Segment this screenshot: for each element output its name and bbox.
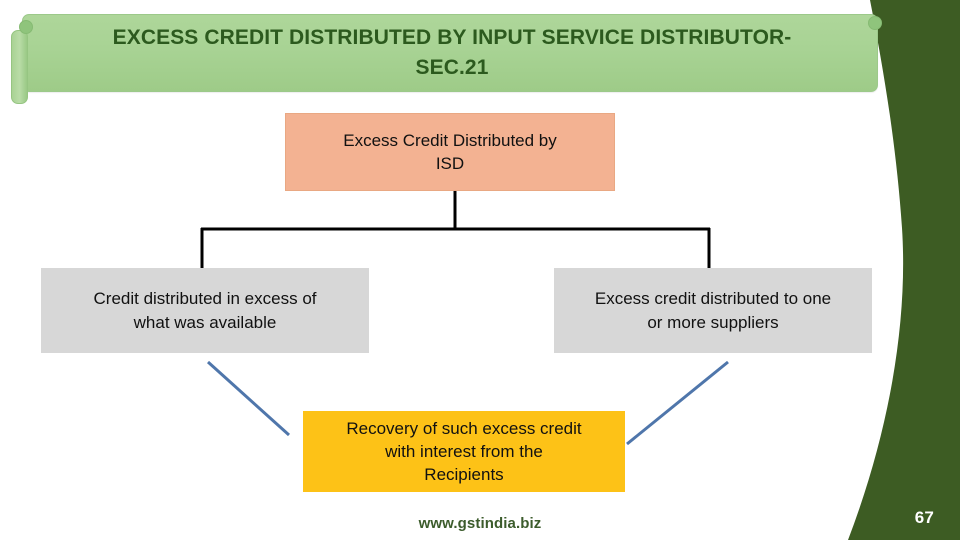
footer-website-url: www.gstindia.biz: [418, 515, 542, 532]
node-recovery-of-excess-credit: Recovery of such excess credit with inte…: [303, 411, 625, 492]
page-title: EXCESS CREDIT DISTRIBUTED BY INPUT SERVI…: [112, 26, 792, 79]
node-excess-credit-to-suppliers: Excess credit distributed to one or more…: [554, 268, 872, 353]
connector-right-to-result: [626, 360, 729, 446]
banner-body: [22, 14, 878, 92]
banner-pin-right-icon: [868, 16, 882, 30]
page-number: 67: [914, 508, 934, 527]
connector-left-to-result: [206, 360, 291, 437]
title-banner: EXCESS CREDIT DISTRIBUTED BY INPUT SERVI…: [11, 14, 882, 104]
banner-pin-left-icon: [19, 20, 33, 34]
banner-scroll-roll-icon: [11, 30, 28, 104]
node-excess-credit-distributed-by-isd: Excess Credit Distributed by ISD: [285, 113, 615, 191]
node-credit-distributed-in-excess: Credit distributed in excess of what was…: [41, 268, 369, 353]
